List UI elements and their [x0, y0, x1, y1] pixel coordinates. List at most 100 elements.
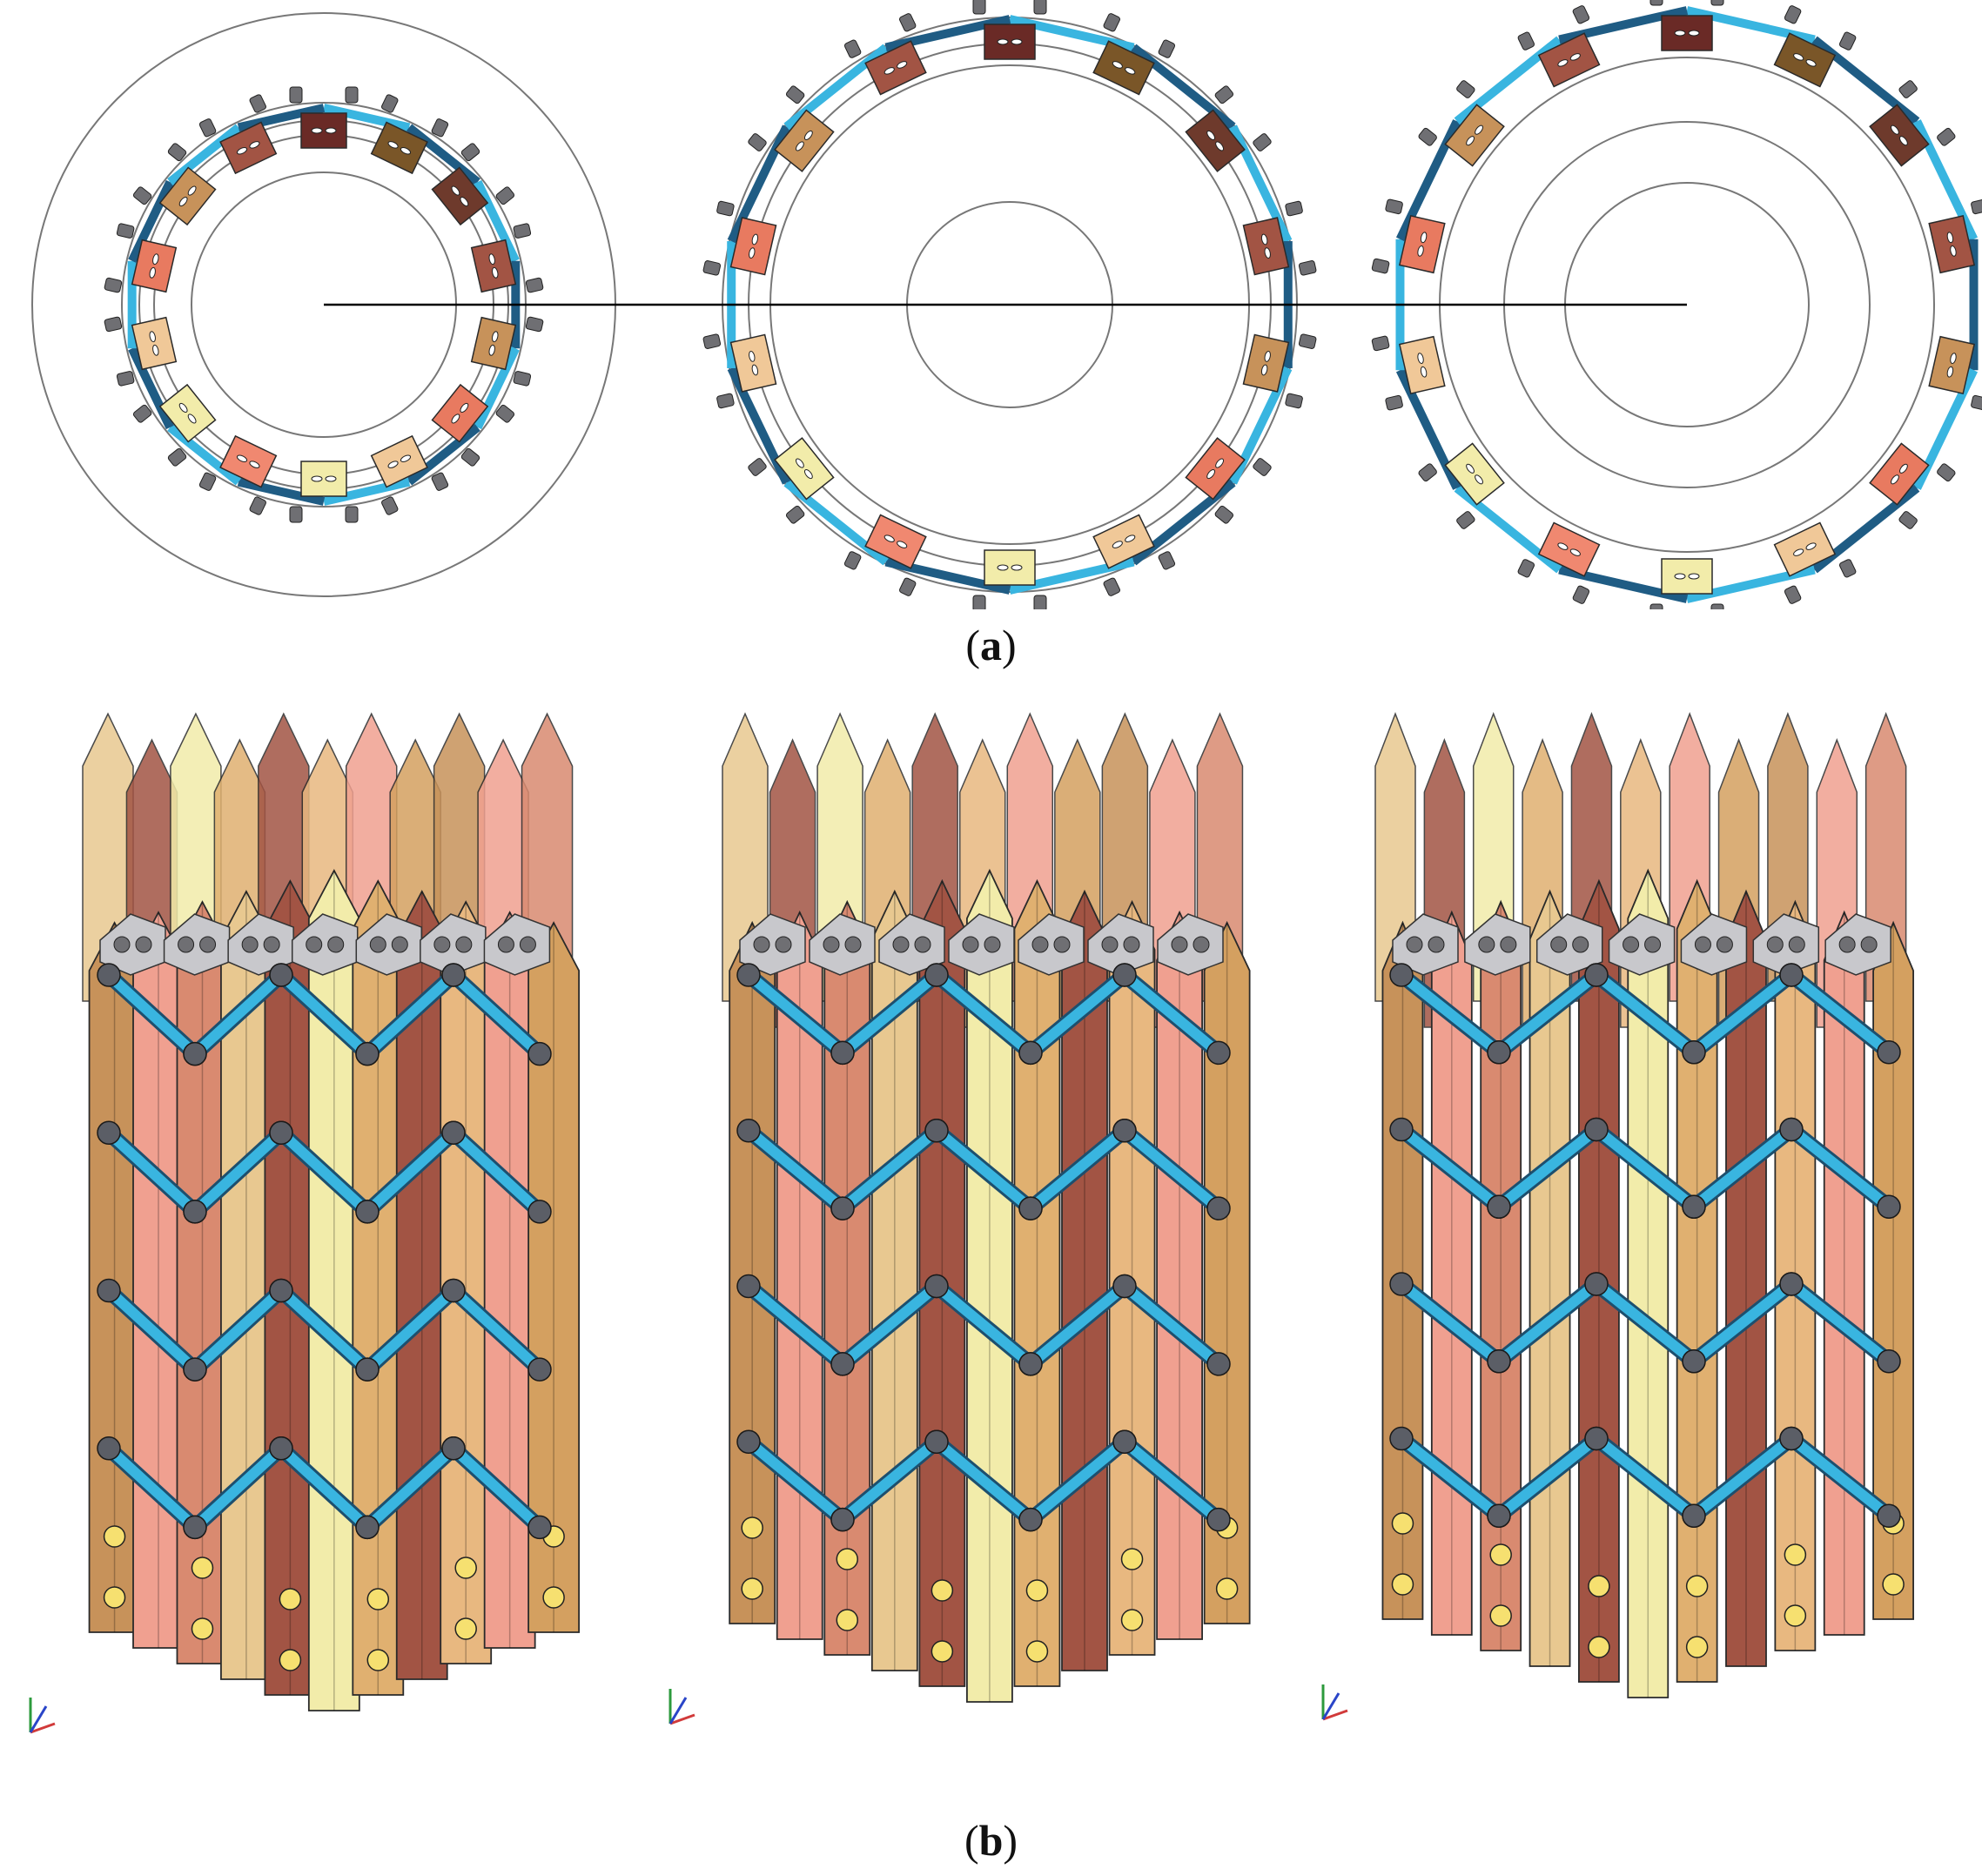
bolt-icon: [178, 936, 195, 953]
bolt-icon: [1385, 394, 1403, 411]
joint-bolt-icon: [97, 963, 121, 987]
joint-bolt-icon: [1487, 1040, 1511, 1065]
coordinate-axes-icon: [29, 1698, 56, 1734]
bolt-icon: [167, 143, 187, 162]
coordinate-axes-icon: [669, 1689, 695, 1725]
blade-hole: [1882, 1573, 1905, 1596]
bolt-icon: [1937, 463, 1956, 482]
caption-paren-open: (: [964, 1816, 979, 1865]
blade-section: [1418, 442, 1505, 529]
link-bar: [406, 124, 480, 186]
bolt-icon: [753, 936, 770, 953]
link-bar: [743, 1125, 848, 1214]
joint-bolt-icon: [1206, 1507, 1231, 1532]
joint-bolt-icon: [1682, 1503, 1706, 1528]
link-bar: [1494, 1124, 1602, 1213]
blade-hole: [1588, 1636, 1610, 1658]
bolt-icon: [198, 118, 217, 138]
blade-hole: [279, 1649, 302, 1671]
bolt-icon: [1456, 511, 1475, 529]
blade-section: [1649, 558, 1724, 609]
bolt-icon: [525, 316, 544, 333]
joint-bolt-icon: [441, 963, 466, 987]
joint-bolt-icon: [1584, 1426, 1609, 1451]
blade-hole: [454, 1557, 477, 1579]
blade-section: [1371, 198, 1446, 274]
link-bar: [783, 44, 889, 131]
link-bar: [1689, 1124, 1797, 1213]
joint-bolt-icon: [830, 1352, 855, 1376]
bolt-icon: [1898, 511, 1918, 529]
bolt-icon: [823, 936, 840, 953]
link-bar: [743, 1436, 848, 1525]
joint-bolt-icon: [355, 1200, 380, 1224]
bolt-icon: [702, 260, 722, 276]
joint-bolt-icon: [1877, 1194, 1901, 1219]
blade-section: [198, 434, 278, 515]
link-bar: [1811, 36, 1920, 125]
joint-bolt-icon: [924, 1274, 949, 1299]
link-bar: [448, 1442, 545, 1533]
iso-view-expanded: [1321, 711, 1914, 1721]
bolt-icon: [716, 200, 735, 217]
bolt-icon: [455, 936, 473, 953]
blade-section: [1517, 521, 1601, 604]
bolt-icon: [962, 936, 979, 953]
bolt-icon: [345, 86, 359, 104]
front-blade: [1156, 910, 1203, 1640]
link-bar: [128, 346, 174, 430]
joint-bolt-icon: [183, 1041, 207, 1066]
link-bar: [190, 1285, 286, 1375]
bolt-icon: [1838, 559, 1857, 578]
bolt-icon: [843, 551, 862, 570]
bolt-icon: [263, 936, 280, 953]
joint-bolt-icon: [1487, 1349, 1511, 1374]
bolt-icon: [391, 936, 408, 953]
front-blade: [1480, 899, 1522, 1651]
blade-hole: [103, 1525, 126, 1548]
joint-bolt-icon: [1779, 963, 1804, 987]
link-bar: [322, 477, 411, 506]
link-bar: [1454, 484, 1562, 574]
bolt-icon: [1517, 559, 1535, 578]
link-bar: [190, 970, 286, 1059]
bolt-icon: [1860, 936, 1878, 953]
blade-section: [370, 94, 449, 175]
link-bar: [1786, 970, 1894, 1058]
iso-view-intermediate: [669, 712, 1251, 1725]
blade-hole: [366, 1588, 390, 1610]
link-bar: [1786, 1433, 1894, 1522]
bolt-icon: [104, 277, 123, 293]
bolt-icon: [748, 458, 767, 476]
bolt-icon: [1971, 394, 1982, 411]
link-bar: [237, 477, 326, 506]
bolt-icon: [1710, 0, 1724, 6]
isometric-view-diagram: [29, 711, 1914, 1734]
bolt-icon: [1766, 936, 1784, 953]
link-bar: [1131, 479, 1236, 566]
bolt-icon: [1716, 936, 1733, 953]
front-blade: [1430, 910, 1473, 1636]
link-bar: [237, 104, 326, 132]
bolt-icon: [843, 39, 862, 58]
bolt-icon: [431, 118, 449, 138]
link-bar: [1025, 1281, 1130, 1369]
connector-plate: [1535, 913, 1603, 976]
joint-bolt-icon: [830, 1507, 855, 1532]
blade-section: [1185, 437, 1272, 524]
bolt-icon: [1253, 458, 1272, 476]
blade-section: [1242, 333, 1317, 409]
blade-hole: [1685, 1575, 1709, 1597]
bolt-icon: [702, 333, 722, 349]
blade-section: [1869, 442, 1956, 529]
blade-section: [470, 223, 544, 293]
link-bar: [837, 1436, 942, 1525]
joint-bolt-icon: [1877, 1040, 1901, 1065]
bolt-icon: [1103, 577, 1120, 596]
link-bar: [276, 970, 373, 1059]
bolt-icon: [1517, 31, 1535, 50]
joint-bolt-icon: [830, 1196, 855, 1220]
connector-plate: [1680, 913, 1748, 976]
blade-section: [104, 223, 178, 293]
bolt-icon: [1710, 603, 1724, 609]
